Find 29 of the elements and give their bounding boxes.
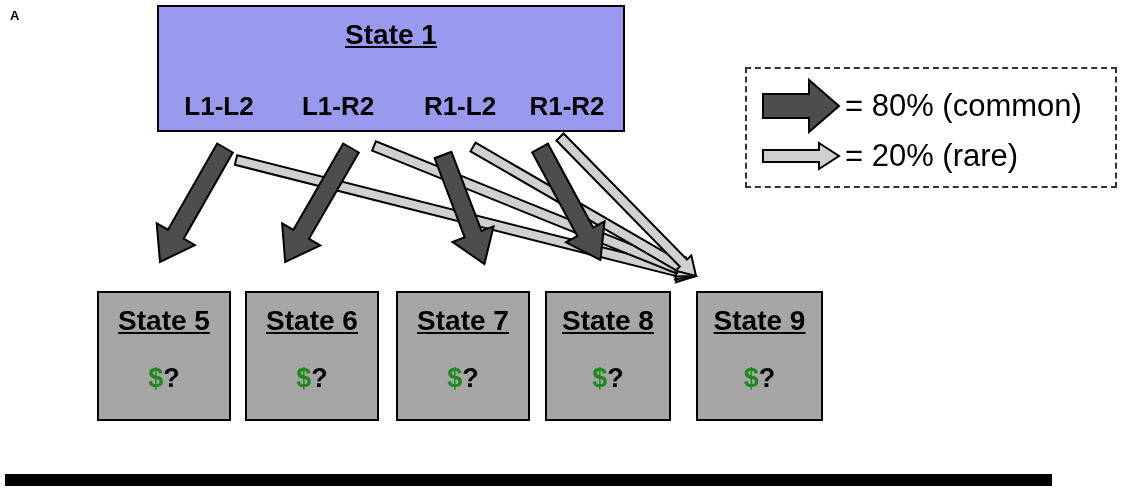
reward-text: $? [296, 363, 328, 394]
block-arrow [530, 142, 606, 262]
action-label: L1-L2 [177, 89, 261, 123]
block-arrow [155, 142, 235, 264]
legend-text: = 20% (rare) [845, 138, 1019, 174]
block-arrow [433, 150, 496, 266]
legend-text: = 80% (common) [845, 88, 1082, 124]
state-title: State 5 [118, 305, 210, 337]
action-label: R1-L2 [414, 89, 506, 123]
action-label: L1-R2 [296, 89, 380, 123]
action-label: R1-R2 [521, 89, 613, 123]
state-box [245, 291, 379, 421]
reward-text: $? [148, 363, 180, 394]
state-title: State 7 [417, 305, 509, 337]
block-arrow [555, 132, 698, 278]
state-title: State 8 [562, 305, 654, 337]
panel-letter: A [10, 8, 20, 23]
reward-text: $? [447, 363, 479, 394]
state-box [396, 291, 530, 421]
state-box [696, 291, 823, 421]
block-arrow [280, 142, 361, 264]
state-title: State 6 [266, 305, 358, 337]
state-box [97, 291, 231, 421]
state-title: State 1 [345, 19, 437, 51]
reward-text: $? [743, 363, 776, 394]
reward-text: $? [592, 363, 624, 394]
state-box [545, 291, 671, 421]
state-title: State 9 [713, 305, 806, 337]
state-box [157, 5, 625, 132]
